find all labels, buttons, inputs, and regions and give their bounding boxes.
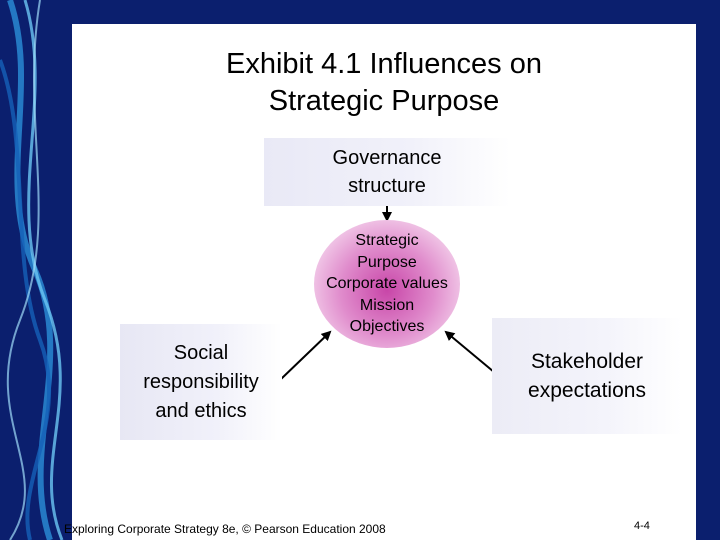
slide-title: Exhibit 4.1 Influences on Strategic Purp… [72, 46, 696, 120]
stakeholder-expectations-box: Stakeholder expectations [492, 318, 682, 434]
strategic-purpose-text: Strategic Purpose Corporate values Missi… [304, 230, 470, 338]
arrow-stakeholder [444, 330, 495, 373]
social-line-1: Social [173, 341, 229, 364]
governance-line-2: structure [348, 175, 426, 197]
center-line-3: Corporate values [326, 275, 448, 292]
center-line-4: Mission [359, 296, 415, 314]
title-line-1: Exhibit 4.1 Influences on [226, 48, 542, 80]
governance-line-1: Governance [332, 147, 442, 169]
page-number: 4-4 [634, 520, 650, 532]
center-line-2: Purpose [357, 253, 417, 271]
center-line-5: Objectives [349, 318, 425, 335]
governance-structure-box: Governance structure [264, 138, 510, 206]
social-responsibility-box: Social responsibility and ethics [120, 324, 282, 440]
center-line-1: Strategic [355, 232, 419, 249]
slide-canvas: Exhibit 4.1 Influences on Strategic Purp… [64, 24, 696, 540]
social-line-2: responsibility [143, 370, 259, 393]
diagram-arrows [279, 206, 495, 381]
stakeholder-line-1: Stakeholder [530, 350, 644, 373]
arrow-social [279, 330, 332, 381]
strategic-purpose-circle [314, 220, 460, 348]
social-line-3: and ethics [155, 399, 247, 422]
title-line-2: Strategic Purpose [268, 85, 500, 117]
footer-credit: Exploring Corporate Strategy 8e, © Pears… [64, 522, 386, 536]
decorative-swirl [0, 0, 64, 540]
stakeholder-line-2: expectations [528, 379, 646, 402]
